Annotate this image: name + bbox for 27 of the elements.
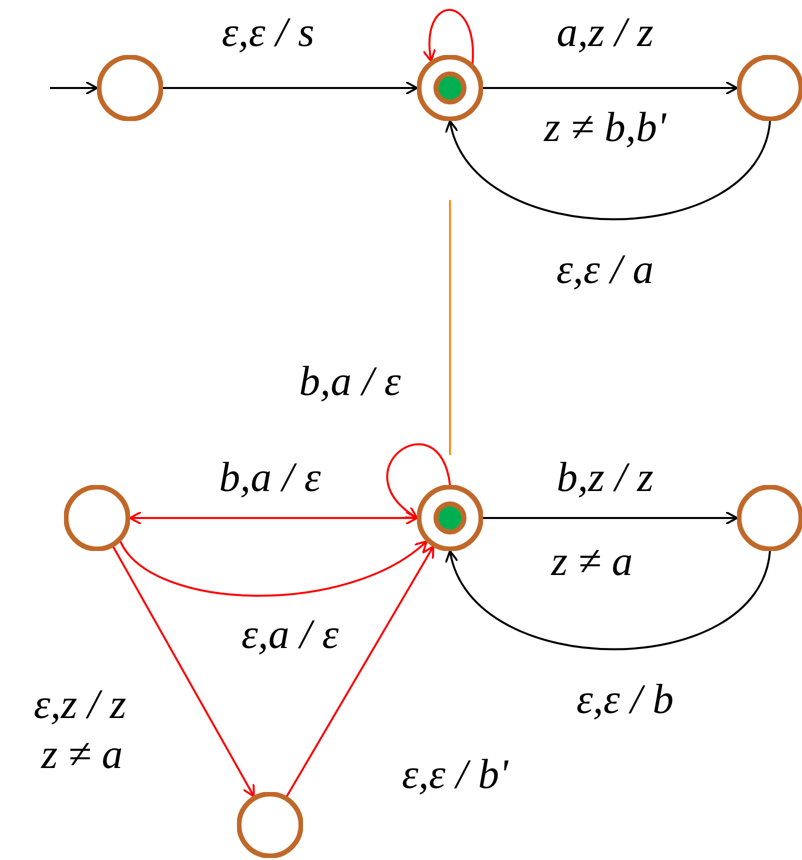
arrow	[286, 545, 434, 798]
accepting-state	[417, 55, 483, 121]
condition-label: z ≠ a	[41, 734, 123, 776]
edge-label: b,a / ε	[219, 457, 321, 499]
arrow	[483, 81, 738, 95]
accepting-state	[417, 485, 483, 551]
condition-label: z ≠ a	[551, 541, 633, 583]
arrow	[446, 550, 771, 650]
arrow	[50, 81, 98, 95]
edge-label: ε,z / z	[34, 684, 126, 726]
arrow	[129, 511, 418, 525]
edge-label: b,z / z	[556, 457, 654, 499]
edge-label: ε,ε / a	[556, 249, 654, 291]
edge-label: ε,ε / b'	[402, 754, 508, 796]
edge-label: ε,ε / b	[576, 679, 674, 721]
condition-label: z ≠ b,b'	[544, 107, 666, 149]
arrow	[483, 511, 738, 525]
arrow	[120, 540, 428, 597]
arrow	[446, 120, 771, 220]
self-loop-arrow	[386, 443, 451, 519]
edge-label: ε,a / ε	[241, 614, 339, 656]
edge-label: b,a / ε	[299, 361, 401, 403]
arrow	[112, 546, 255, 798]
edge-label: a,z / z	[556, 12, 654, 54]
edge-label: ε,ε / s	[222, 12, 314, 54]
arrow	[163, 81, 418, 95]
self-loop-arrow	[422, 9, 474, 64]
